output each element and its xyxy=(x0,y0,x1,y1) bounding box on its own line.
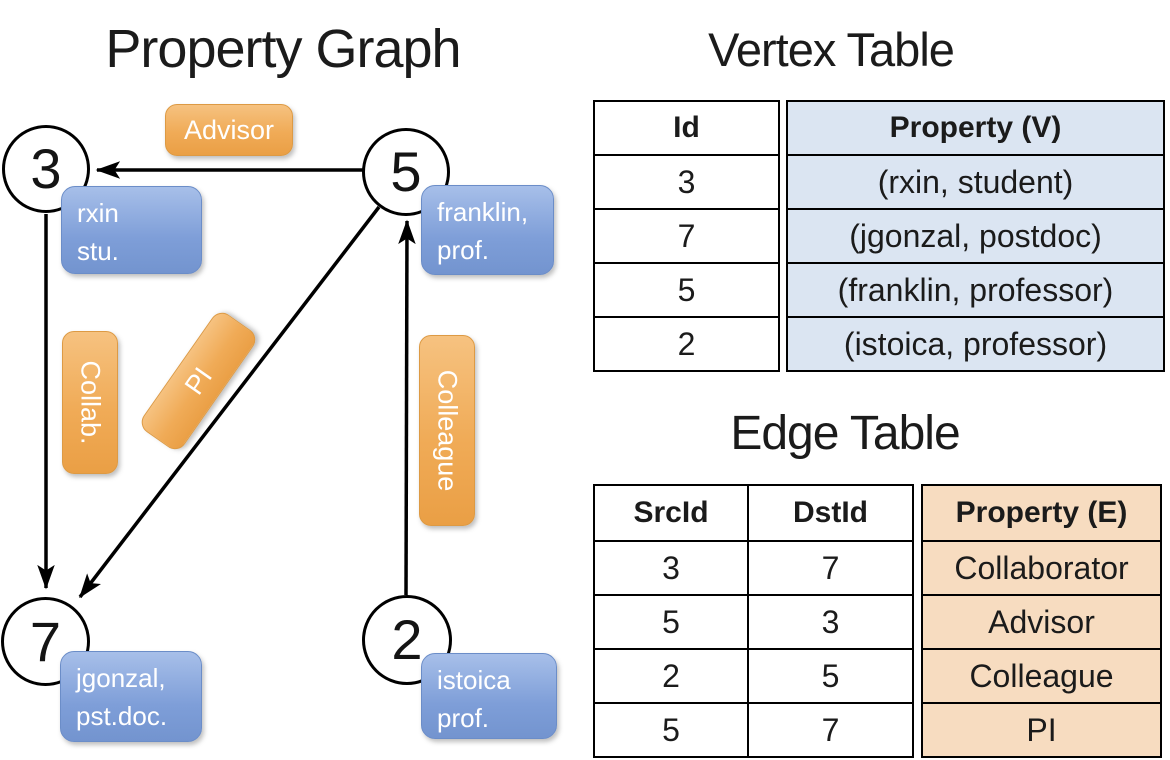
vertex-label-jgonzal: jgonzal, pst.doc. xyxy=(60,651,202,742)
edge-src-cell: 5 xyxy=(593,594,749,650)
graph-node-2-id: 2 xyxy=(391,608,423,671)
vertex-label-jgonzal-line1: jgonzal, xyxy=(76,663,166,693)
table-row: Advisor xyxy=(921,594,1162,650)
vertex-id-cell: 5 xyxy=(593,262,780,318)
table-row: 5 xyxy=(593,262,780,318)
vertex-table-title: Vertex Table xyxy=(708,23,955,76)
edge-pi-arrow xyxy=(78,205,381,599)
table-row: PI xyxy=(921,702,1162,758)
vertex-table-property-header: Property (V) xyxy=(786,100,1165,156)
edge-src-cell: 2 xyxy=(593,648,749,704)
edge-table-title: Edge Table xyxy=(730,407,960,460)
graph-node-5: 5 xyxy=(362,128,450,216)
table-row: 5 7 xyxy=(593,702,914,758)
edge-table-dstid-header: DstId xyxy=(747,484,914,542)
vertex-label-rxin: rxin stu. xyxy=(61,186,202,274)
table-row: 3 7 xyxy=(593,540,914,596)
vertex-property-cell: (franklin, professor) xyxy=(786,262,1165,318)
edge-property-cell: PI xyxy=(921,702,1162,758)
edge-label-collab-text: Collab. xyxy=(75,360,106,445)
vertex-label-franklin: franklin, prof. xyxy=(421,185,554,275)
edge-dst-cell: 3 xyxy=(747,594,914,650)
edge-dst-cell: 5 xyxy=(747,648,914,704)
edge-label-colleague-text: Colleague xyxy=(432,369,463,492)
edge-src-cell: 5 xyxy=(593,702,749,758)
table-row: Id xyxy=(593,100,780,156)
vertex-label-rxin-line1: rxin xyxy=(77,198,119,228)
vertex-label-istoica-line1: istoica xyxy=(437,665,511,695)
vertex-id-cell: 2 xyxy=(593,316,780,372)
edge-property-cell: Collaborator xyxy=(921,540,1162,596)
edge-table-property-header: Property (E) xyxy=(921,484,1162,542)
graph-node-5-id: 5 xyxy=(390,140,422,203)
table-row: 2 5 xyxy=(593,648,914,704)
table-row: Property (E) xyxy=(921,484,1162,542)
vertex-label-rxin-line2: stu. xyxy=(77,235,119,266)
table-row: (jgonzal, postdoc) xyxy=(786,208,1165,264)
vertex-label-istoica-line2: prof. xyxy=(437,702,490,733)
table-row: 2 xyxy=(593,316,780,372)
graph-node-3-id: 3 xyxy=(30,137,62,200)
table-row: Collaborator xyxy=(921,540,1162,596)
edge-label-pi-text: PI xyxy=(178,361,218,400)
vertex-label-jgonzal-line2: pst.doc. xyxy=(76,700,168,731)
graph-node-7-id: 7 xyxy=(29,609,62,673)
edge-dst-cell: 7 xyxy=(747,702,914,758)
edge-property-cell: Colleague xyxy=(921,648,1162,704)
table-row: Colleague xyxy=(921,648,1162,704)
table-row: Property (V) xyxy=(786,100,1165,156)
edge-dst-cell: 7 xyxy=(747,540,914,596)
vertex-label-franklin-line1: franklin, xyxy=(437,197,529,227)
vertex-id-cell: 3 xyxy=(593,154,780,210)
vertex-property-cell: (istoica, professor) xyxy=(786,316,1165,372)
edge-table-id-columns: SrcId DstId 3 7 5 3 2 5 5 7 xyxy=(593,484,914,758)
edge-label-colleague: Colleague xyxy=(419,335,475,526)
property-graph-title: Property Graph xyxy=(105,19,461,79)
edge-label-advisor-text: Advisor xyxy=(183,114,275,145)
graph-node-2: 2 xyxy=(362,595,452,685)
vertex-property-cell: (rxin, student) xyxy=(786,154,1165,210)
vertex-table-id-header: Id xyxy=(593,100,780,156)
table-row: SrcId DstId xyxy=(593,484,914,542)
vertex-label-istoica: istoica prof. xyxy=(421,653,557,739)
edge-property-cell: Advisor xyxy=(921,594,1162,650)
table-row: 7 xyxy=(593,208,780,264)
edge-src-cell: 3 xyxy=(593,540,749,596)
edge-table-srcid-header: SrcId xyxy=(593,484,749,542)
table-row: 5 3 xyxy=(593,594,914,650)
vertex-table-id-column: Id 3 7 5 2 xyxy=(593,100,780,372)
edge-table-property-column: Property (E) Collaborator Advisor Collea… xyxy=(921,484,1162,758)
edge-colleague-arrow xyxy=(398,219,416,596)
vertex-id-cell: 7 xyxy=(593,208,780,264)
table-row: (rxin, student) xyxy=(786,154,1165,210)
table-row: (franklin, professor) xyxy=(786,262,1165,318)
edge-label-collab: Collab. xyxy=(62,331,118,474)
edge-label-advisor: Advisor xyxy=(165,104,293,156)
table-row: 3 xyxy=(593,154,780,210)
vertex-property-cell: (jgonzal, postdoc) xyxy=(786,208,1165,264)
vertex-label-franklin-line2: prof. xyxy=(437,234,490,265)
vertex-table-property-column: Property (V) (rxin, student) (jgonzal, p… xyxy=(786,100,1165,372)
table-row: (istoica, professor) xyxy=(786,316,1165,372)
